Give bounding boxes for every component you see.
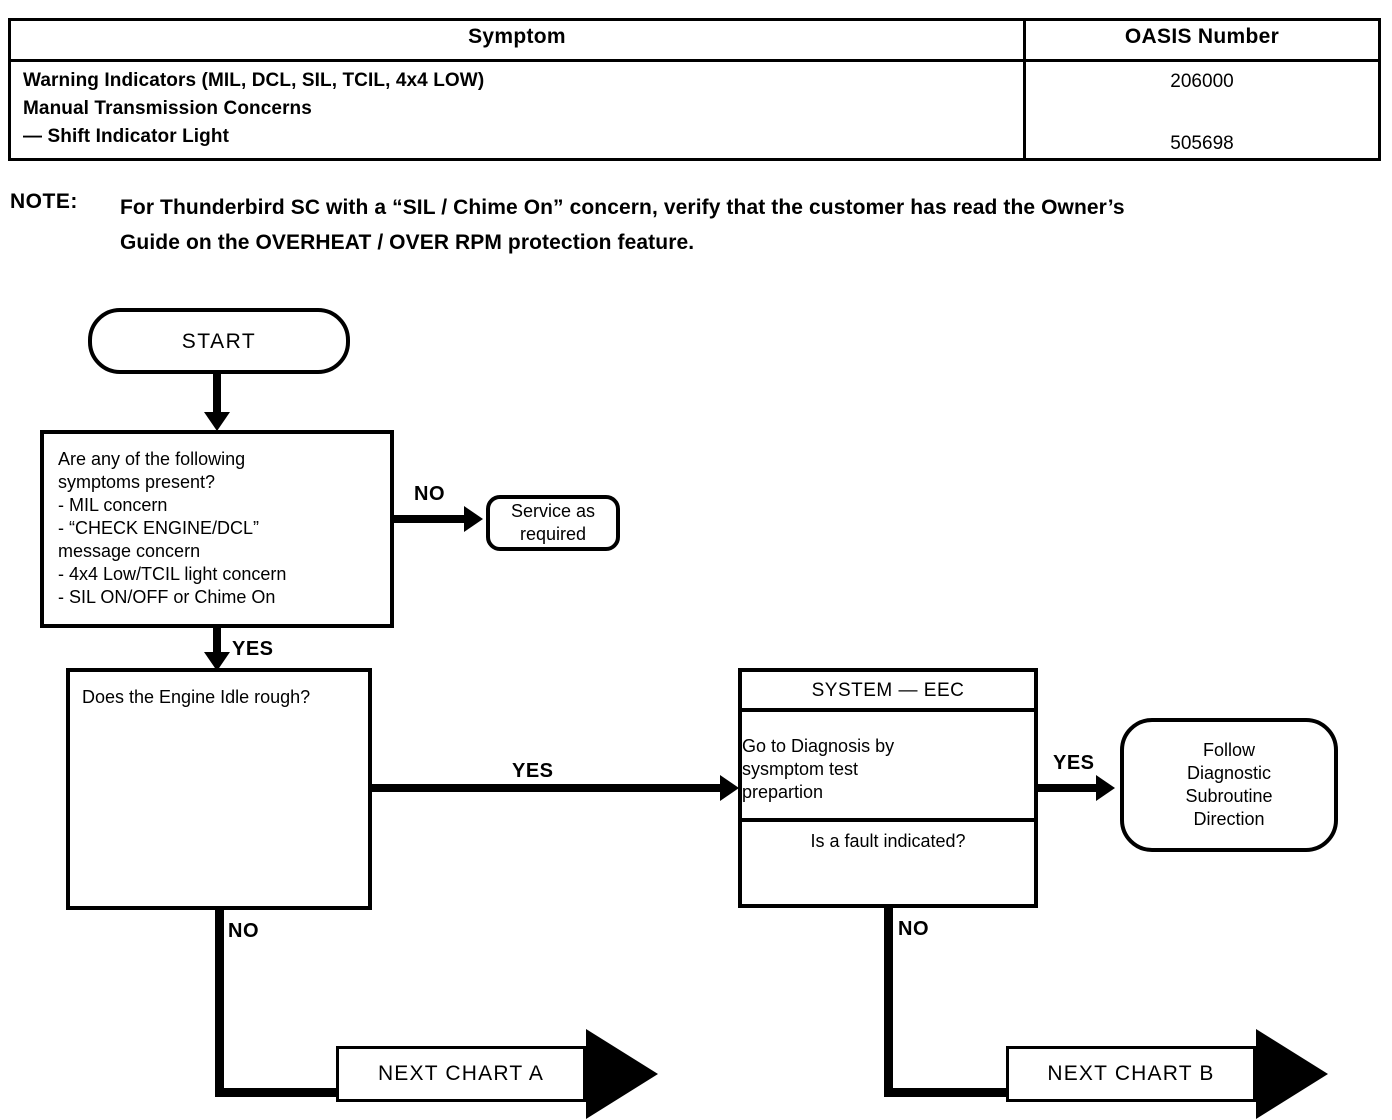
symptom-line-3: — Shift Indicator Light: [23, 126, 230, 147]
edge-label-yes-fault: YES: [1053, 752, 1095, 774]
symptom-item-3: message concern: [58, 541, 201, 561]
connector-idle-no-vertical: [215, 910, 224, 1096]
table-row: Warning Indicators (MIL, DCL, SIL, TCIL,…: [8, 59, 1381, 161]
arrow-eec-yes: [1096, 775, 1115, 801]
eec-action-line-3: prepartion: [742, 781, 824, 802]
edge-label-no-symptoms: NO: [414, 483, 445, 505]
symptom-cell: Warning Indicators (MIL, DCL, SIL, TCIL,…: [8, 59, 1026, 161]
system-eec-node: SYSTEM — EEC Go to Diagnosis by sysmptom…: [738, 668, 1038, 908]
oasis-cell: 206000 505698: [1023, 59, 1381, 161]
eec-action-line-1: Go to Diagnosis by: [742, 735, 895, 756]
symptom-oasis-table: Symptom OASIS Number Warning Indicators …: [8, 18, 1381, 161]
oasis-number-1: 206000: [1170, 71, 1234, 92]
connector-idle-no-horizontal: [215, 1088, 343, 1097]
service-line-2: required: [519, 524, 587, 544]
service-as-required-node: Service as required: [486, 495, 620, 551]
symptom-line-1: Warning Indicators (MIL, DCL, SIL, TCIL,…: [23, 70, 485, 91]
next-chart-a-label: NEXT CHART A: [377, 1062, 545, 1085]
eec-fault-question: Is a fault indicated?: [810, 831, 966, 851]
edge-label-no-fault: NO: [898, 918, 929, 940]
note-line-1: For Thunderbird SC with a “SIL / Chime O…: [120, 196, 1125, 219]
symptom-line-2: Manual Transmission Concerns: [23, 98, 312, 119]
symptom-check-node: Are any of the following symptoms presen…: [40, 430, 394, 628]
symptom-question-line-1: Are any of the following: [58, 449, 246, 469]
next-chart-a-body[interactable]: NEXT CHART A: [336, 1046, 586, 1102]
edge-label-yes-idle: YES: [512, 760, 554, 782]
symptom-item-4: - 4x4 Low/TCIL light concern: [58, 564, 287, 584]
note-label: NOTE:: [10, 190, 78, 213]
start-node: START: [88, 308, 350, 374]
follow-line-1: Follow: [1202, 740, 1255, 760]
system-eec-fault-segment: Is a fault indicated?: [742, 822, 1034, 904]
connector-eec-no-vertical: [884, 908, 893, 1096]
edge-label-yes-symptoms: YES: [232, 638, 274, 660]
system-eec-title: SYSTEM — EEC: [811, 679, 965, 701]
follow-line-2: Diagnostic: [1186, 763, 1272, 783]
eec-action-line-2: sysmptom test: [742, 758, 859, 779]
symptom-item-1: - MIL concern: [58, 495, 168, 515]
connector-symptom-no: [394, 515, 464, 523]
next-chart-a-pennant[interactable]: NEXT CHART A: [336, 1029, 658, 1119]
follow-line-4: Direction: [1193, 809, 1265, 829]
arrow-symptom-yes: [204, 652, 230, 671]
connector-start-to-symptom: [213, 374, 221, 414]
next-chart-b-arrowhead: [1256, 1029, 1328, 1119]
table-header-row: Symptom OASIS Number: [8, 18, 1381, 62]
arrow-symptom-no: [464, 506, 483, 532]
edge-label-no-idle: NO: [228, 920, 259, 942]
symptom-item-2: - “CHECK ENGINE/DCL”: [58, 518, 260, 538]
column-header-oasis-number: OASIS Number: [1023, 18, 1381, 62]
oasis-number-2: 505698: [1170, 133, 1234, 154]
symptom-item-5: - SIL ON/OFF or Chime On: [58, 587, 276, 607]
symptom-question-line-2: symptoms present?: [58, 472, 216, 492]
follow-line-3: Subroutine: [1185, 786, 1273, 806]
note-line-2: Guide on the OVERHEAT / OVER RPM protect…: [120, 231, 695, 254]
system-eec-action-segment: Go to Diagnosis by sysmptom test prepart…: [742, 712, 1034, 822]
system-eec-title-segment: SYSTEM — EEC: [742, 672, 1034, 712]
connector-idle-yes: [372, 784, 724, 792]
idle-question-node: Does the Engine Idle rough?: [66, 668, 372, 910]
next-chart-a-arrowhead: [586, 1029, 658, 1119]
follow-diagnostic-subroutine-node: Follow Diagnostic Subroutine Direction: [1120, 718, 1338, 852]
connector-symptom-yes: [213, 628, 221, 656]
next-chart-b-body[interactable]: NEXT CHART B: [1006, 1046, 1256, 1102]
service-line-1: Service as: [510, 501, 596, 521]
arrow-idle-yes: [720, 775, 739, 801]
next-chart-b-pennant[interactable]: NEXT CHART B: [1006, 1029, 1328, 1119]
column-header-symptom: Symptom: [8, 18, 1026, 62]
note-block: NOTE: For Thunderbird SC with a “SIL / C…: [10, 190, 1350, 260]
start-label: START: [181, 329, 257, 353]
idle-question-label: Does the Engine Idle rough?: [82, 687, 311, 707]
connector-eec-no-horizontal: [884, 1088, 1014, 1097]
arrow-start-to-symptom: [204, 412, 230, 431]
connector-eec-yes: [1038, 784, 1100, 792]
next-chart-b-label: NEXT CHART B: [1047, 1062, 1215, 1085]
